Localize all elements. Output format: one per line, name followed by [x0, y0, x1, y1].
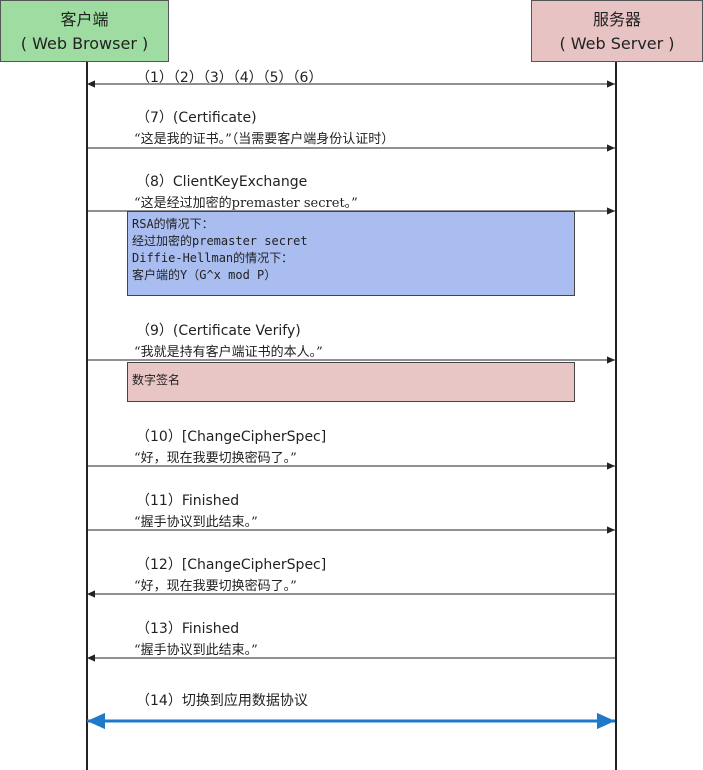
- client-actor-box: 客户端 ( Web Browser ): [0, 0, 169, 62]
- message-description: “握手协议到此结束。”: [134, 515, 258, 530]
- arrowhead-right-icon: [607, 462, 615, 470]
- arrowhead-right-icon: [597, 712, 615, 730]
- arrowhead-right-icon: [607, 207, 615, 215]
- message-title: （7）(Certificate): [136, 110, 257, 126]
- server-actor-name: 服务器: [592, 10, 641, 29]
- note-line: 客户端的Y（G^x mod P）: [132, 268, 277, 282]
- note-line: 数字签名: [132, 373, 181, 387]
- message-description: “好，现在我要切换密码了。”: [134, 451, 297, 466]
- message-title: （12）[ChangeCipherSpec]: [136, 557, 327, 573]
- message-description: “这是经过加密的premaster secret。”: [134, 196, 358, 211]
- server-lifeline: [615, 62, 617, 770]
- message-title: （1）（2）（3）（4）（5）（6）: [136, 70, 323, 86]
- note-line: Diffie-Hellman的情况下：: [132, 251, 294, 265]
- client-actor-name: 客户端: [60, 10, 109, 29]
- signature-note: 数字签名: [127, 362, 575, 402]
- arrowhead-right-icon: [607, 356, 615, 364]
- arrowhead-right-icon: [607, 526, 615, 534]
- arrowhead-left-icon: [87, 712, 105, 730]
- message-description: “这是我的证书。”（当需要客户端身份认证时）: [134, 132, 395, 147]
- message-title: （9）(Certificate Verify): [136, 323, 301, 339]
- arrowhead-right-icon: [607, 80, 615, 88]
- message-description: “握手协议到此结束。”: [134, 643, 258, 658]
- message-title: （14）切换到应用数据协议: [136, 693, 308, 709]
- message-title: （13）Finished: [136, 621, 240, 637]
- message-title: （8）ClientKeyExchange: [136, 174, 308, 190]
- arrowhead-right-icon: [607, 144, 615, 152]
- key-exchange-note: RSA的情况下： 经过加密的premaster secret Diffie-He…: [127, 211, 575, 296]
- arrowhead-left-icon: [87, 80, 95, 88]
- arrowhead-left-icon: [87, 590, 95, 598]
- server-actor-subtitle: ( Web Server ): [559, 34, 675, 53]
- note-line: RSA的情况下：: [132, 217, 214, 231]
- arrowhead-left-icon: [87, 654, 95, 662]
- client-actor-subtitle: ( Web Browser ): [20, 34, 149, 53]
- message-title: （10）[ChangeCipherSpec]: [136, 429, 327, 445]
- message-description: “好，现在我要切换密码了。”: [134, 579, 297, 594]
- message-title: （11）Finished: [136, 493, 240, 509]
- client-lifeline: [86, 62, 88, 770]
- note-line: 经过加密的premaster secret: [132, 234, 308, 248]
- message-description: “我就是持有客户端证书的本人。”: [134, 345, 323, 360]
